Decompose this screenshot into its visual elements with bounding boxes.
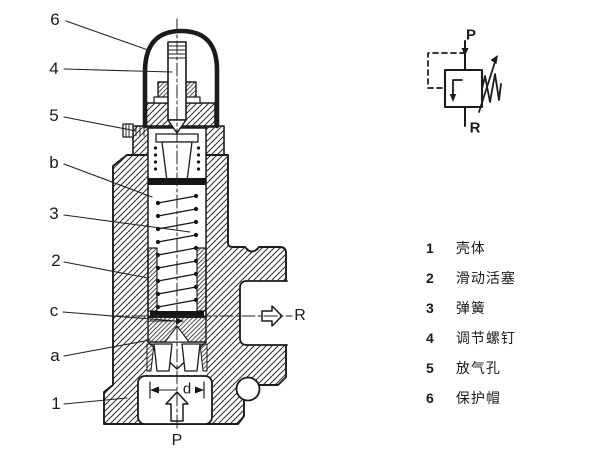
legend-number: 5 [426, 360, 434, 376]
callout-label-b: b [49, 153, 59, 172]
legend-label: 调节螺钉 [455, 330, 516, 346]
callout-leaders [62, 20, 191, 405]
inlet-port-label: P [171, 432, 183, 449]
parts-legend: 1 壳体 2 滑动活塞 3 弹簧 4 调节螺钉 5 放气孔 6 保护帽 [420, 0, 590, 462]
callout-label-4: 4 [49, 59, 59, 78]
legend-label: 壳体 [455, 240, 486, 256]
outlet-port-label: R [294, 307, 306, 324]
legend-item-6: 6 保护帽 [420, 390, 501, 406]
adjustability-arrow [478, 55, 498, 113]
plug-hole [235, 376, 261, 402]
legend-number: 3 [426, 300, 434, 316]
c-leader-arrowhead [176, 318, 184, 324]
legend-label: 弹簧 [455, 300, 486, 316]
legend-label: 放气孔 [455, 360, 501, 376]
callout-label-2: 2 [51, 251, 61, 270]
symbol-p-label: P [465, 26, 477, 44]
callout-label-5: 5 [49, 106, 59, 125]
callout-label-6: 6 [50, 10, 60, 29]
callout-label-a: a [50, 346, 60, 365]
legend-item-2: 2 滑动活塞 [420, 270, 516, 286]
centerlines [109, 18, 293, 429]
legend-number: 6 [426, 390, 434, 406]
legend-number: 4 [426, 330, 434, 346]
protective-cap [142, 28, 220, 129]
legend-number: 1 [426, 240, 434, 256]
flow-path-arrow [449, 79, 463, 102]
d-dimension [149, 381, 205, 399]
callout-label-c: c [49, 301, 59, 320]
valve-symbol-box [443, 68, 484, 109]
pilot-line [427, 52, 466, 89]
symbol-r-label: R [469, 119, 481, 137]
hydraulic-symbol [427, 40, 502, 127]
legend-label: 保护帽 [455, 390, 501, 406]
legend-item-5: 5 放气孔 [420, 360, 501, 376]
diameter-dim-label: d [182, 380, 192, 398]
legend-label: 滑动活塞 [455, 270, 516, 286]
callout-label-1: 1 [51, 394, 61, 413]
legend-item-3: 3 弹簧 [420, 300, 486, 316]
pilot-tap-arrow [461, 48, 469, 56]
spring-symbol [481, 73, 502, 103]
legend-number: 2 [426, 270, 434, 286]
legend-item-1: 1 壳体 [420, 240, 486, 256]
legend-item-4: 4 调节螺钉 [420, 330, 516, 346]
valve-seat-and-fins [146, 343, 208, 372]
callout-label-3: 3 [49, 204, 59, 223]
